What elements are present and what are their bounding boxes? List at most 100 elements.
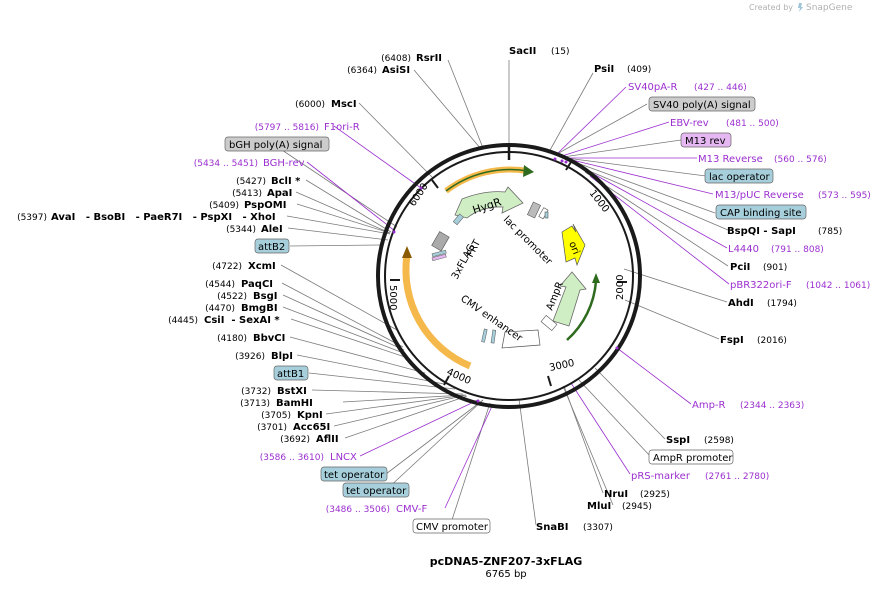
feature-box[interactable] (224, 136, 330, 152)
feature-box[interactable] (254, 238, 290, 254)
enzyme-label[interactable]: SacII (509, 46, 536, 57)
primer-label[interactable]: F1ori-R (324, 122, 360, 133)
feature-box[interactable] (704, 168, 774, 184)
enzyme-label[interactable]: BamHI (276, 398, 313, 409)
primer-position: (5434 .. 5451) (194, 159, 258, 169)
primer-position: (3486 .. 3506) (326, 505, 390, 515)
enzyme-position: (5413) (232, 189, 262, 199)
primer-position: (427 .. 446) (694, 83, 747, 93)
enzyme-label[interactable]: ApaI (267, 188, 292, 199)
enzyme-position: (6364) (347, 66, 377, 76)
primer-position: (481 .. 500) (726, 119, 779, 129)
primer-label[interactable]: M13 Reverse (698, 154, 763, 165)
primer-label[interactable]: Amp-R (692, 400, 726, 411)
enzyme-position: (4722) (212, 262, 242, 272)
ampr-arrow (552, 271, 587, 327)
enzyme-label[interactable]: CsiI - SexAI * (204, 315, 280, 326)
cmv-enhancer-label: CMV enhancer (458, 293, 525, 344)
primer-label[interactable]: pBR322ori-F (730, 280, 792, 291)
feature-box[interactable] (715, 204, 807, 220)
primer-label[interactable]: SV40pA-R (628, 82, 677, 93)
orange-feature-left (402, 254, 472, 370)
feature-box-label: tet operator (324, 470, 385, 481)
enzyme-position: (3713) (240, 399, 270, 409)
primer-position: (573 .. 595) (818, 191, 871, 201)
enzyme-position: (3307) (583, 523, 613, 533)
enzyme-label[interactable]: AleI (261, 224, 283, 235)
feature-box-label: bGH poly(A) signal (229, 140, 322, 151)
primer-label[interactable]: CMV-F (396, 504, 427, 515)
feature-box[interactable] (412, 518, 491, 534)
enzyme-position: (2016) (757, 336, 787, 346)
enzyme-label[interactable]: BlpI (271, 351, 293, 362)
enzyme-position: (4544) (205, 280, 235, 290)
primer-position: (1042 .. 1061) (806, 281, 870, 291)
enzyme-label[interactable]: BstXI (277, 386, 307, 397)
tick-2000: 2000 (615, 275, 626, 300)
enzyme-position: (785) (818, 227, 842, 237)
enzyme-label[interactable]: BsgI (253, 291, 277, 302)
enzyme-label[interactable]: XcmI (248, 261, 276, 272)
enzyme-label[interactable]: KpnI (297, 410, 323, 421)
enzyme-label[interactable]: AvaI - BsoBI - PaeR7I - PspXI - XhoI (51, 212, 276, 223)
enzyme-label[interactable]: SspI (666, 435, 690, 446)
enzyme-position: (409) (627, 65, 651, 75)
enzyme-position: (5397) (17, 213, 47, 223)
lac-promoter-label: lac promoter (501, 214, 555, 268)
enzyme-label[interactable]: AflII (316, 434, 339, 445)
primer-label[interactable]: BGH-rev (263, 158, 305, 169)
enzyme-label[interactable]: BclI * (271, 176, 301, 187)
feature-box[interactable] (648, 96, 756, 112)
plasmid-backbone (376, 143, 642, 409)
primer-position: (791 .. 808) (771, 245, 824, 255)
enzyme-position: (5344) (226, 225, 256, 235)
frt-label: FRT (465, 237, 484, 259)
enzyme-position: (15) (551, 47, 569, 57)
primer-label[interactable]: L4440 (728, 244, 759, 255)
lac-promoter-marker (527, 201, 541, 219)
enzyme-position: (3926) (235, 352, 265, 362)
enzyme-label[interactable]: RsrII (416, 53, 442, 64)
credit-text: Created by (749, 3, 793, 12)
feature-box[interactable] (648, 449, 734, 465)
plasmid-name: pcDNA5-ZNF207-3xFLAG (430, 555, 583, 568)
enzyme-label[interactable]: Acc65I (293, 422, 330, 433)
feature-box-label: lac operator (709, 172, 770, 183)
tick-6000: 6000 (407, 181, 430, 208)
feature-box[interactable] (273, 365, 309, 381)
right-labels: SacII (15) PsiI (409) SV40pA-R (427 .. 4… (509, 46, 871, 533)
feature-box[interactable] (342, 482, 410, 498)
enzyme-label[interactable]: BspQI - SapI (727, 226, 796, 237)
feature-arcs: HygR lac promoter ori AmpR CMV enhancer … (392, 157, 619, 403)
enzyme-label[interactable]: SnaBI (536, 522, 568, 533)
brand-text: SnapGene (806, 3, 853, 13)
feature-box[interactable] (320, 466, 388, 482)
enzyme-position: (6000) (295, 100, 325, 110)
plasmid-title: pcDNA5-ZNF207-3xFLAG 6765 bp (430, 555, 583, 580)
enzyme-label[interactable]: MscI (331, 99, 357, 110)
enzyme-label[interactable]: BmgBI (241, 303, 278, 314)
3xflag-marker (431, 231, 450, 252)
cmv-promoter-box (501, 329, 541, 349)
feature-box[interactable] (680, 132, 732, 148)
feature-box-label: SV40 poly(A) signal (653, 100, 751, 111)
enzyme-label[interactable]: PspOMI (244, 200, 286, 211)
snapgene-logo-icon (798, 3, 803, 12)
enzyme-label[interactable]: AhdI (728, 298, 754, 309)
enzyme-label[interactable]: PsiI (594, 64, 614, 75)
enzyme-position: (1794) (767, 299, 797, 309)
primer-label[interactable]: LNCX (330, 452, 357, 463)
enzyme-position: (5427) (236, 177, 266, 187)
enzyme-label[interactable]: NruI (604, 489, 628, 500)
enzyme-label[interactable]: PaqCI (241, 279, 273, 290)
primer-label[interactable]: pRS-marker (631, 471, 691, 482)
enzyme-label[interactable]: MluI (587, 501, 611, 512)
primer-label[interactable]: EBV-rev (670, 118, 709, 129)
tick-3000: 3000 (548, 358, 575, 374)
enzyme-label[interactable]: AsiSI (382, 65, 410, 76)
enzyme-label[interactable]: BbvCI (253, 333, 285, 344)
enzyme-label[interactable]: FspI (720, 335, 744, 346)
primer-label[interactable]: M13/pUC Reverse (715, 190, 804, 201)
enzyme-position: (4445) (168, 316, 198, 326)
enzyme-label[interactable]: PciI (730, 262, 750, 273)
